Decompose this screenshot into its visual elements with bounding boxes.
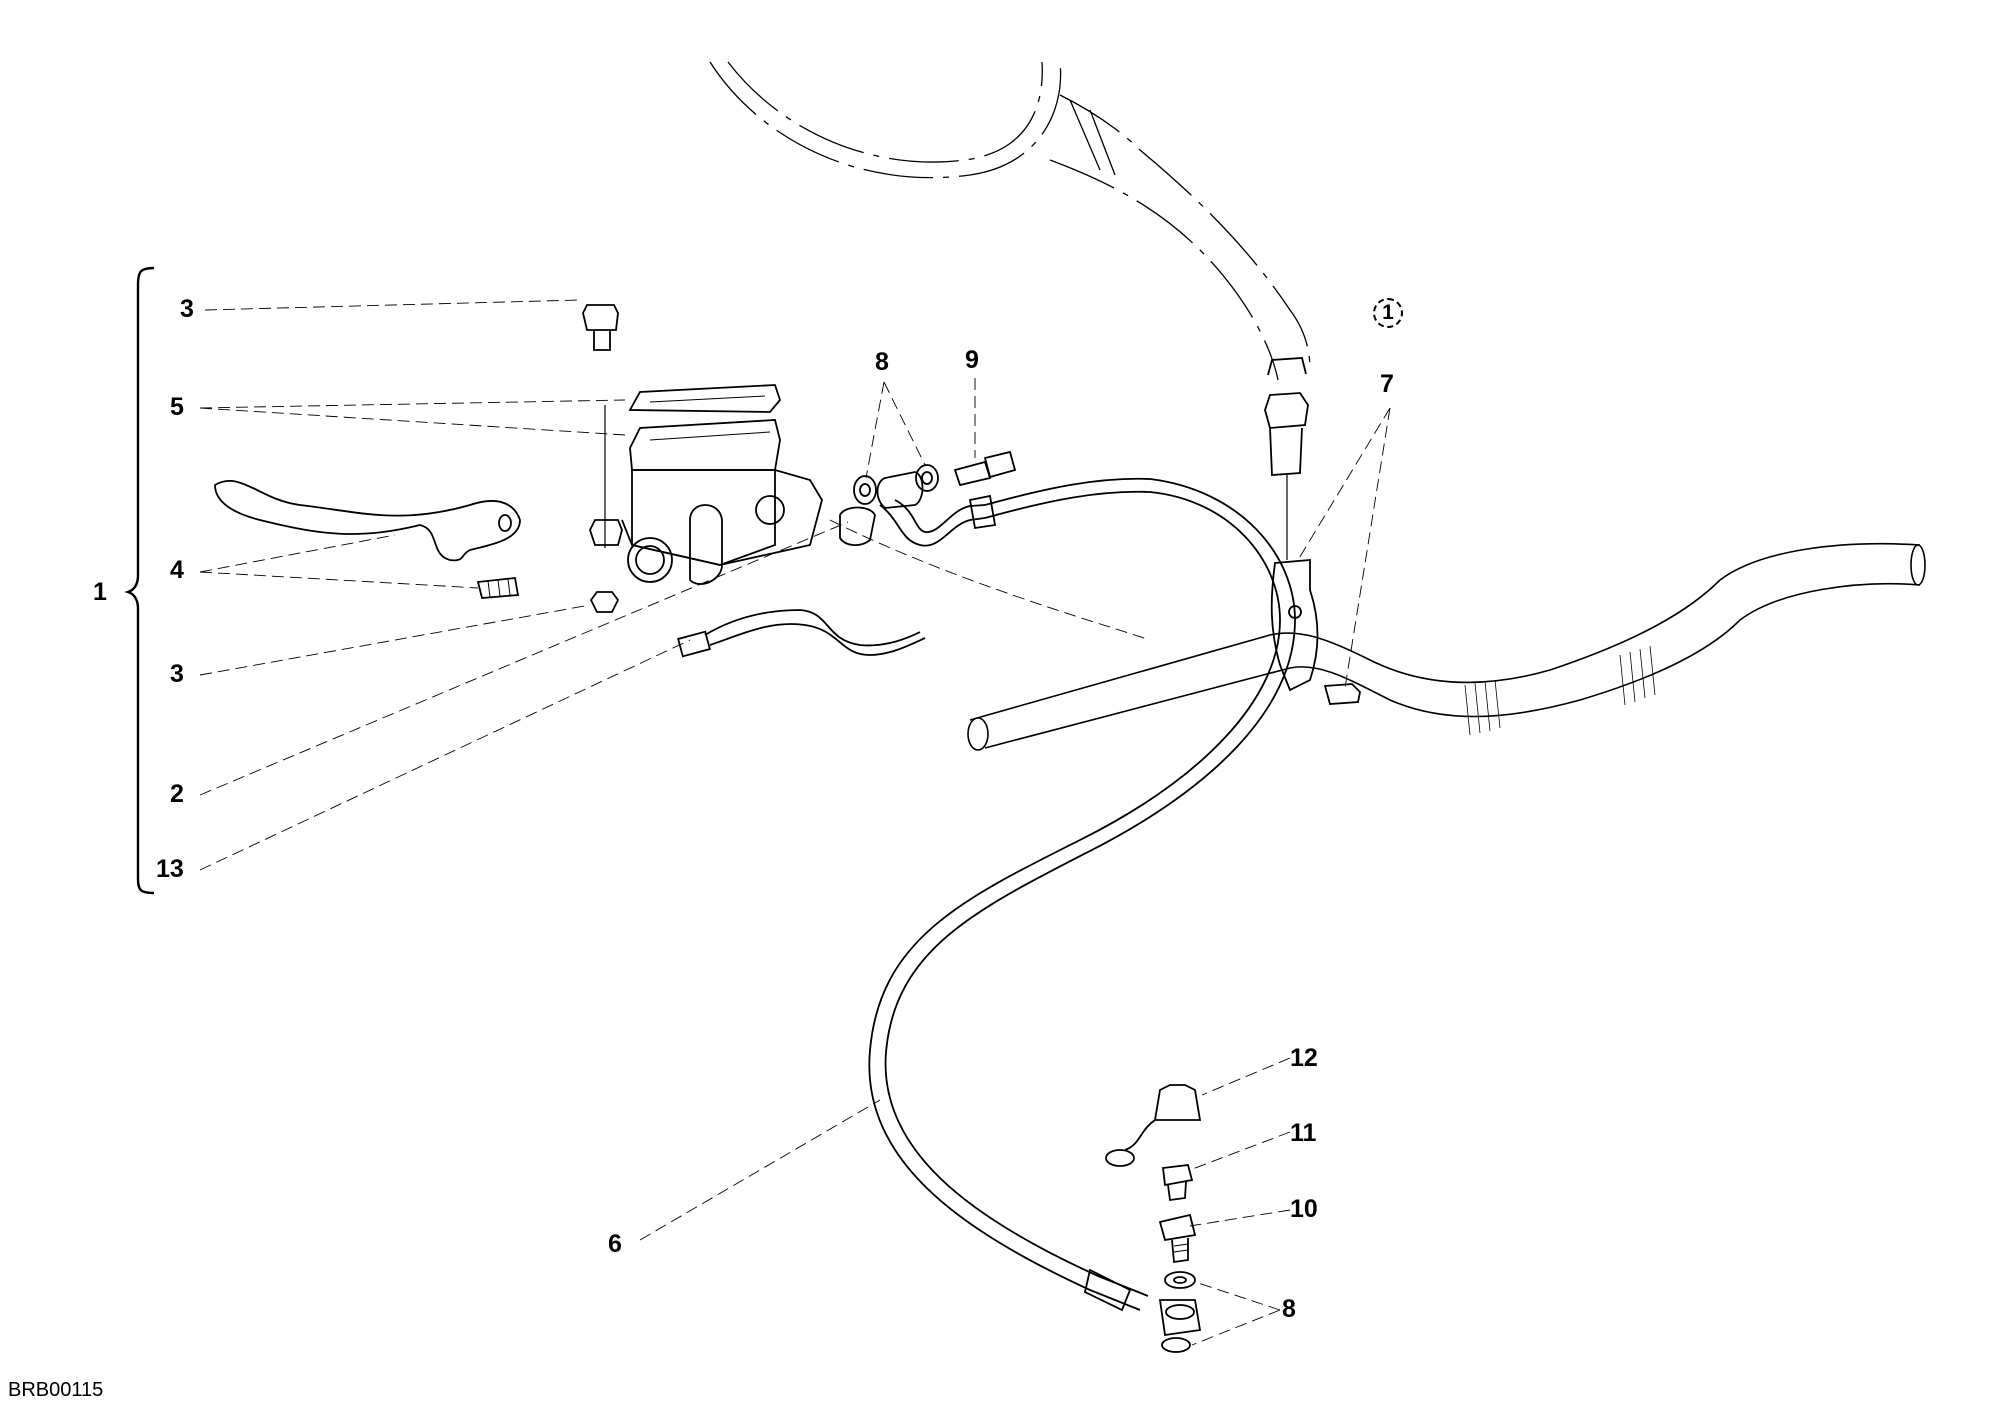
callout-2: 2 <box>170 780 184 808</box>
callout-4: 4 <box>170 556 184 584</box>
callout-10: 10 <box>1290 1195 1318 1223</box>
callout-5: 5 <box>170 393 184 421</box>
callout-3-top: 3 <box>180 295 194 323</box>
callout-11: 11 <box>1290 1119 1317 1147</box>
callout-1: 1 <box>93 578 107 606</box>
callout-13: 13 <box>156 855 184 883</box>
master-cylinder <box>214 304 1017 658</box>
callout-8-bottom: 8 <box>1282 1295 1296 1323</box>
clamp <box>1264 357 1361 705</box>
handlebar <box>967 543 1926 751</box>
hose <box>868 477 1296 1312</box>
note-reference-circle: 1 <box>1373 298 1403 328</box>
callout-6: 6 <box>608 1230 622 1258</box>
group-bracket <box>124 266 155 895</box>
leader-lines <box>199 299 1391 1346</box>
mirror <box>709 61 1311 381</box>
callout-7: 7 <box>1380 370 1394 398</box>
callout-8-top: 8 <box>875 348 889 376</box>
callout-12: 12 <box>1290 1044 1318 1072</box>
callout-9: 9 <box>965 346 979 374</box>
drawing-code: BRB00115 <box>8 1379 104 1401</box>
lower-fittings <box>1105 1084 1202 1353</box>
callout-3-bottom: 3 <box>170 660 184 688</box>
